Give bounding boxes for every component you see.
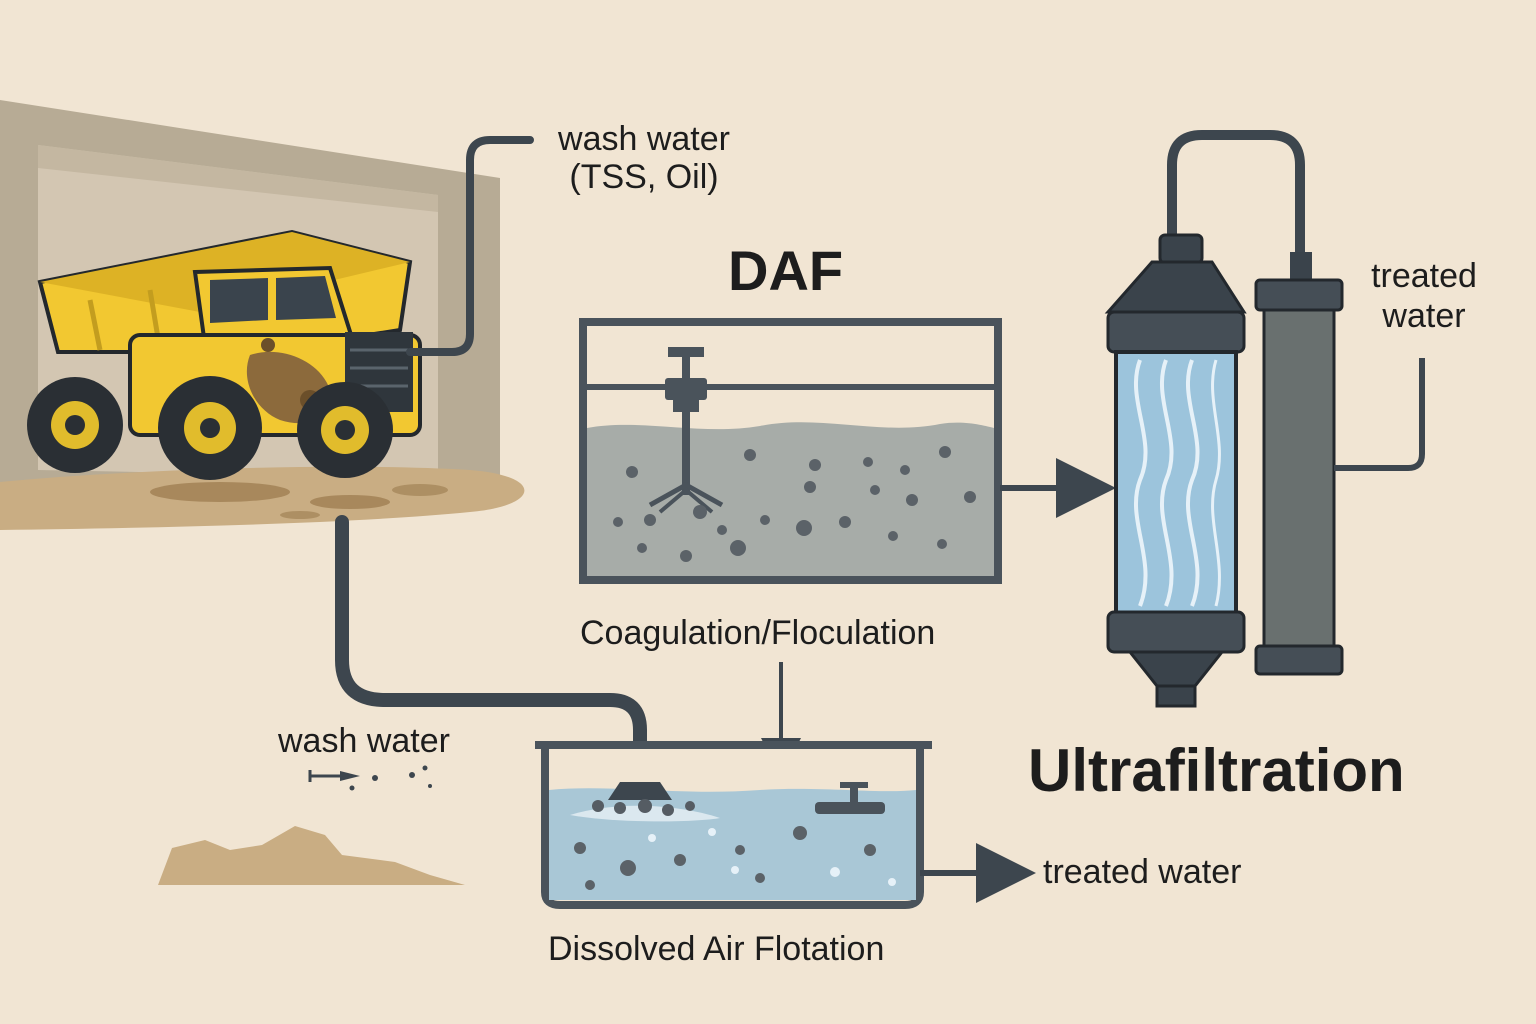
treated-water-right-line1: treated	[1371, 257, 1477, 295]
ultrafiltration-heading: Ultrafiltration	[1028, 737, 1405, 804]
muddy-ground	[0, 466, 525, 530]
pipe-to-flotation	[335, 515, 647, 792]
pipe-wash-water-outlet	[406, 136, 534, 356]
treated-water-right-label: treated water	[1354, 256, 1494, 336]
wash-water-flow-mark	[308, 765, 432, 791]
wash-water-left-label: wash water	[278, 722, 450, 760]
flotation-tank	[535, 741, 932, 909]
sediment-mound	[158, 826, 465, 885]
dissolved-air-flotation-label: Dissolved Air Flotation	[548, 930, 885, 968]
coagulation-tank	[579, 318, 1002, 584]
ultrafiltration-top-pipe	[1167, 130, 1305, 260]
pipe-treated-outlet-right	[1334, 358, 1425, 471]
wash-water-label-line1: wash water	[558, 120, 730, 158]
wash-water-source-label: wash water (TSS, Oil)	[544, 120, 744, 196]
coagulation-label: Coagulation/Floculation	[580, 614, 936, 652]
daf-heading: DAF	[728, 239, 844, 302]
ultrafiltration-unit	[1104, 130, 1425, 708]
wash-water-label-line2: (TSS, Oil)	[569, 158, 719, 196]
treated-water-bottom-label: treated water	[1043, 853, 1242, 891]
treated-water-right-line2: water	[1382, 297, 1466, 335]
dump-truck-icon	[27, 229, 422, 480]
